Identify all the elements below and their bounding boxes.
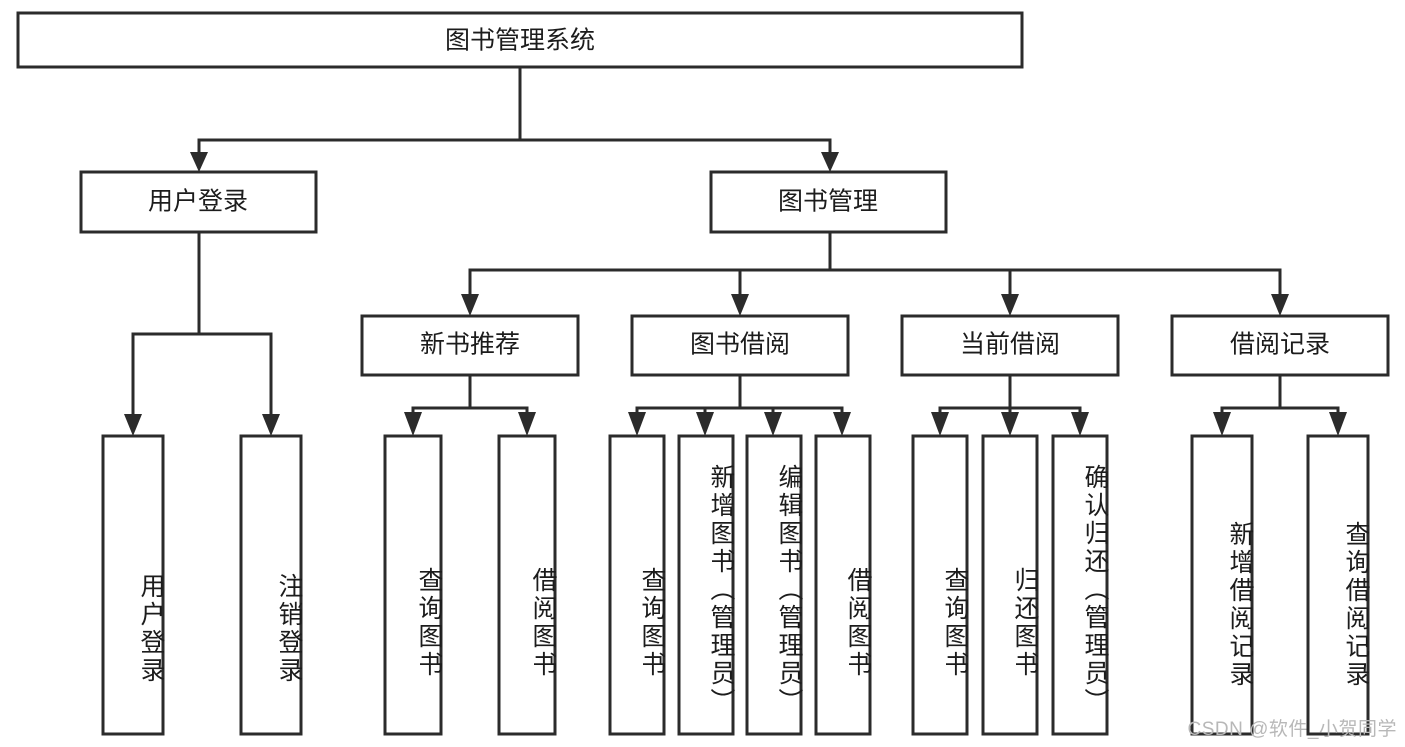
node-box-leaf-borrow-add-book[interactable] [677,434,735,736]
node-label-borrow-record: 借阅记录 [1230,331,1330,359]
node-box-book-manage[interactable] [709,170,948,234]
node-box-leaf-record-add[interactable] [1190,434,1254,736]
node-box-leaf-current-query-book[interactable] [911,434,969,736]
node-box-user-login[interactable] [79,170,318,234]
node-box-leaf-logout[interactable] [239,434,303,736]
node-box-book-borrow[interactable] [630,314,850,377]
node-box-leaf-record-query[interactable] [1306,434,1370,736]
arrow-to-rec-query-book [404,412,422,436]
node-label-user-login: 用户登录 [148,188,248,216]
node-label-book-borrow: 图书借阅 [690,331,790,359]
node-box-leaf-borrow-edit-book[interactable] [745,434,803,736]
node-box-leaf-rec-query-book[interactable] [383,434,443,736]
node-layer: 图书管理系统 用户登录 图书管理 新书推荐 图书借阅 当前借阅 借阅记录 [16,11,1390,736]
arrow-to-book-borrow [731,294,749,316]
arrow-to-borrow-query-book [628,412,646,436]
node-box-new-book-recommend[interactable] [360,314,580,377]
node-box-leaf-current-return-book[interactable] [981,434,1039,736]
node-box-leaf-borrow-query-book[interactable] [608,434,666,736]
arrow-to-borrow-borrow-book [833,412,851,436]
arrow-to-rec-borrow-book [518,412,536,436]
arrow-to-book-manage [821,152,839,172]
arrow-to-new-book-rec [461,294,479,316]
arrow-to-borrow-edit-book [764,412,782,436]
node-box-leaf-rec-borrow-book[interactable] [497,434,557,736]
arrow-to-record-query [1329,412,1347,436]
node-label-new-book-recommend: 新书推荐 [420,331,520,359]
arrow-to-leaf-user-login [124,414,142,436]
node-box-borrow-record[interactable] [1170,314,1390,377]
node-box-root[interactable] [16,11,1024,69]
arrow-to-record-add [1213,412,1231,436]
node-box-leaf-borrow-borrow-book[interactable] [814,434,872,736]
node-label-root: 图书管理系统 [445,27,595,55]
arrow-to-borrow-add-book [696,412,714,436]
arrow-to-current-query-book [931,412,949,436]
node-label-current-borrow: 当前借阅 [960,331,1060,359]
arrow-to-current-return-book [1001,412,1019,436]
node-box-current-borrow[interactable] [900,314,1120,377]
arrow-to-leaf-logout [262,414,280,436]
csdn-watermark: CSDN @软件_小贺同学 [1187,719,1397,740]
connector-layer [124,65,1347,436]
node-box-leaf-current-confirm-return[interactable] [1051,434,1109,736]
arrow-to-current-confirm-return [1071,412,1089,436]
node-label-book-manage: 图书管理 [778,188,878,216]
node-box-leaf-user-login[interactable] [101,434,165,736]
arrow-to-user-login [190,152,208,172]
arrow-to-current-borrow [1001,294,1019,316]
arrow-to-borrow-record [1271,294,1289,316]
